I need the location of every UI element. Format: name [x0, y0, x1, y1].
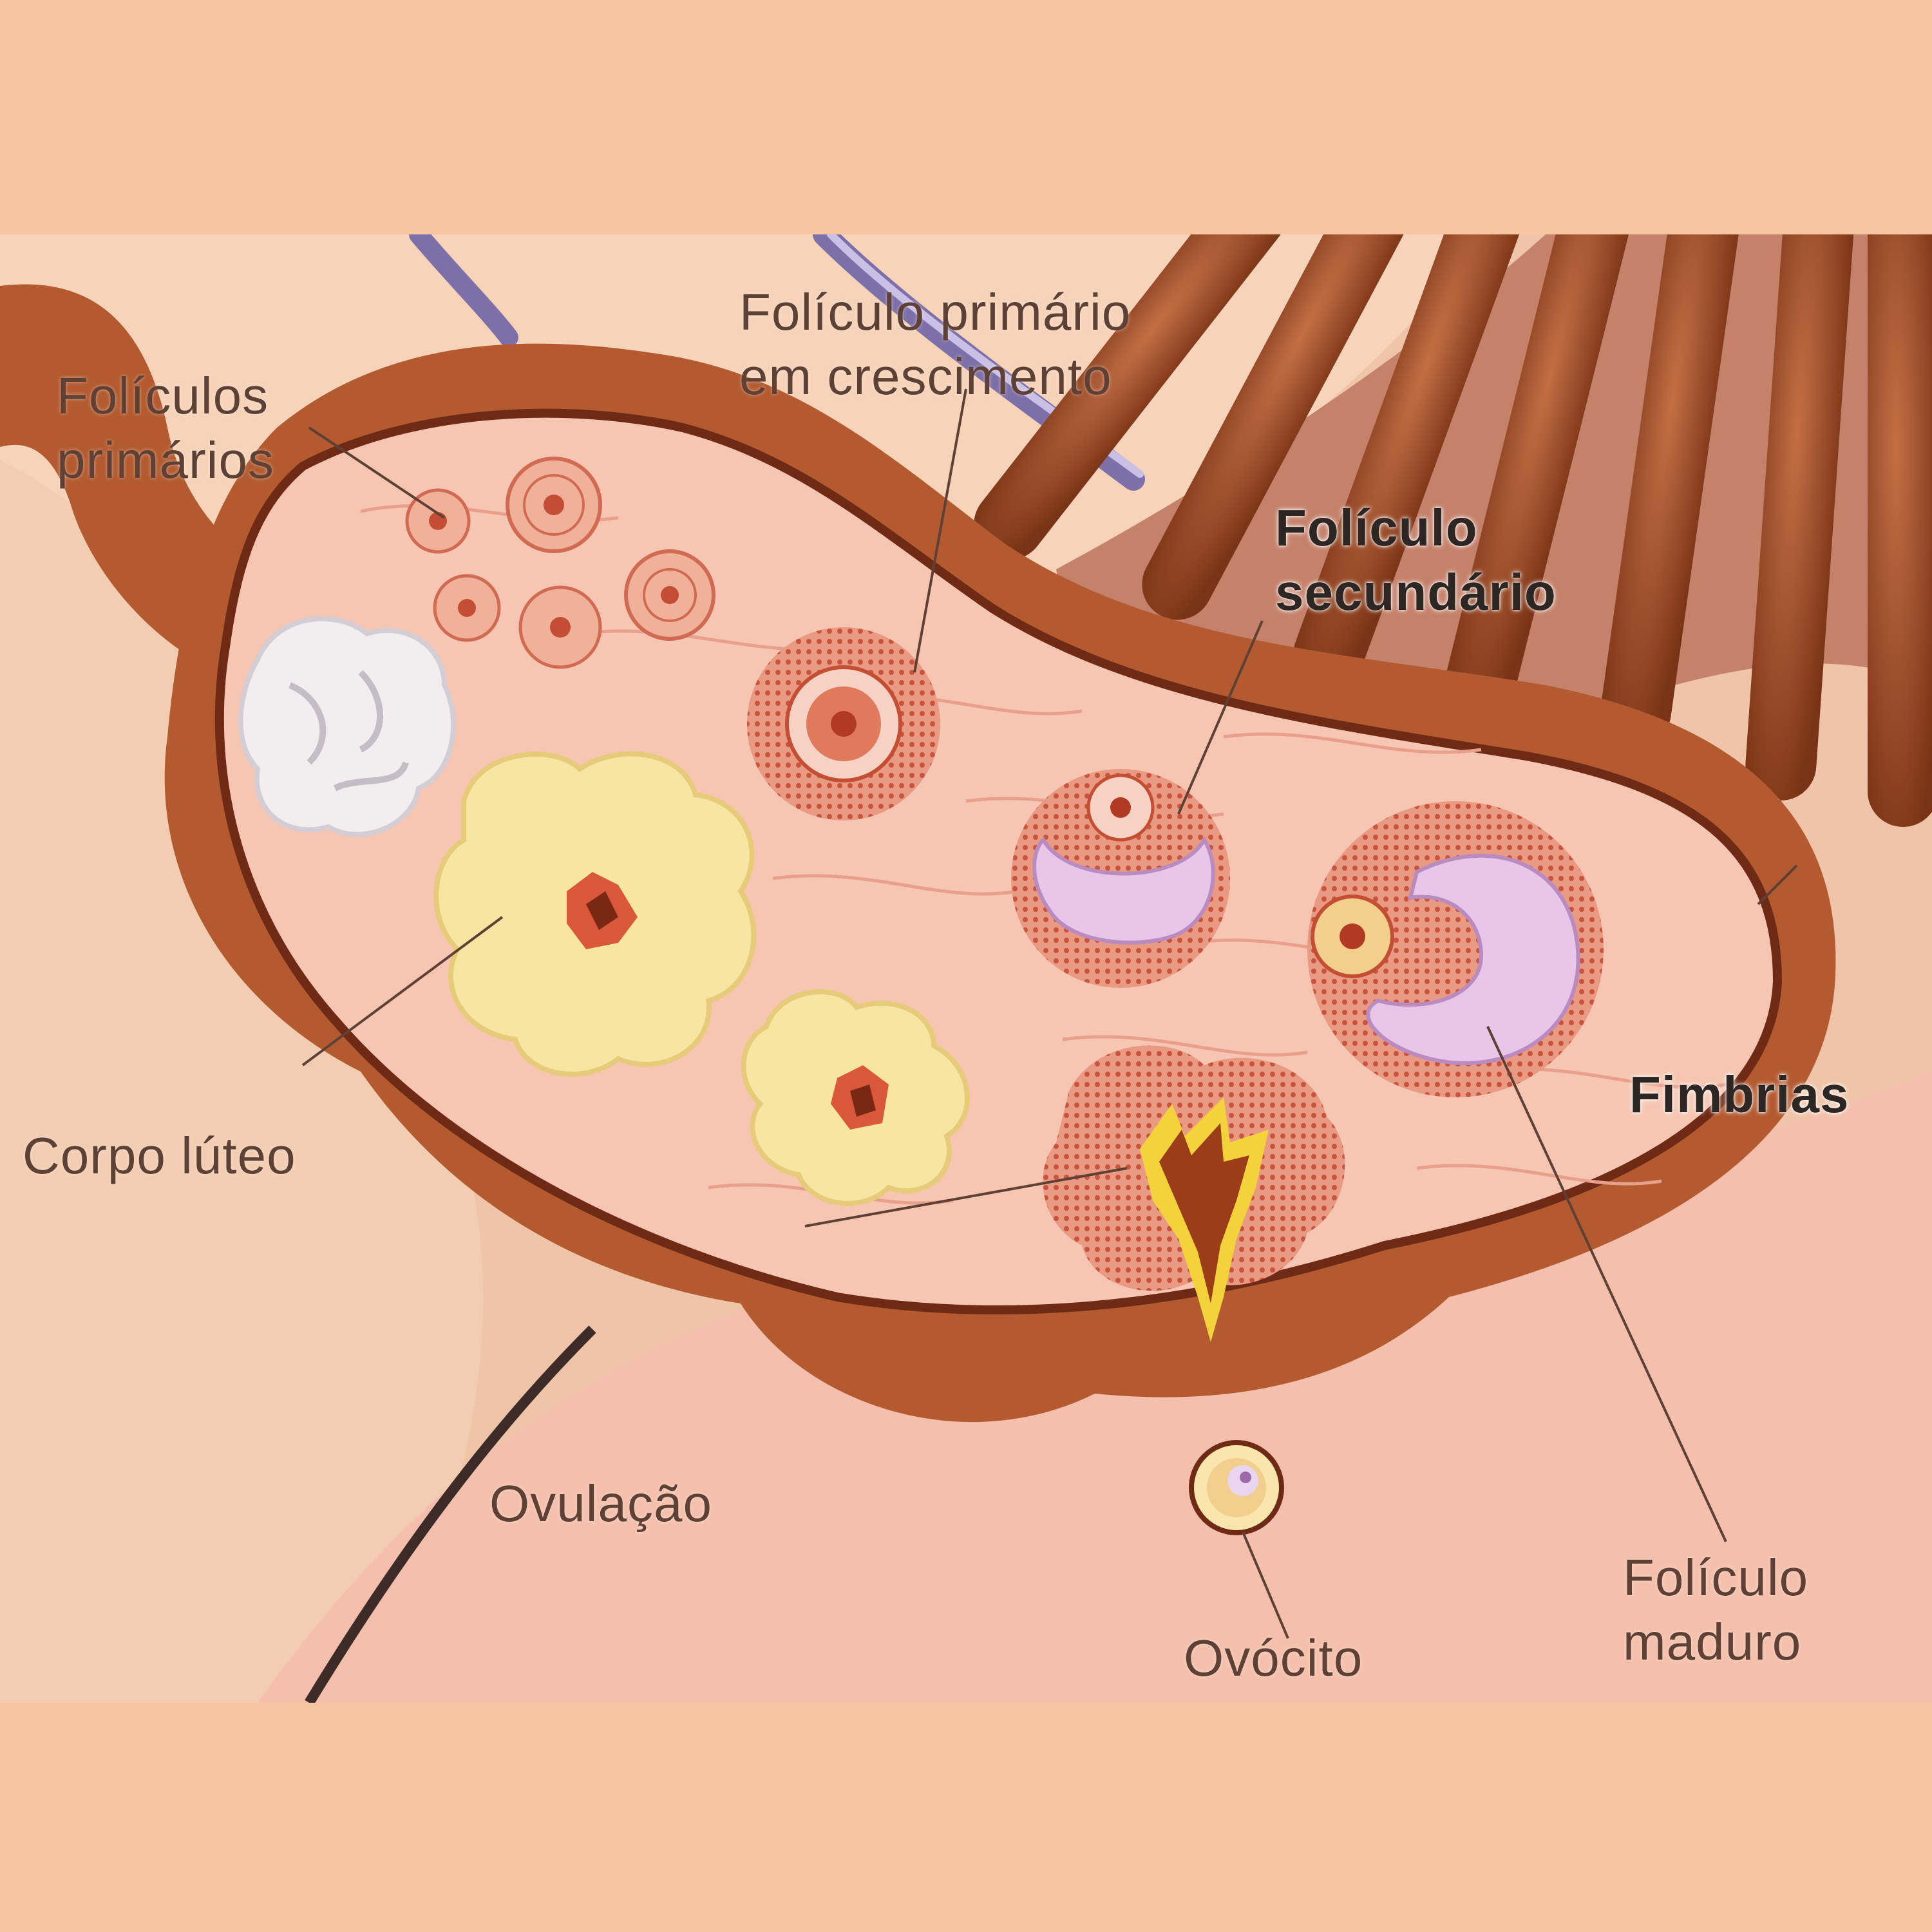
- fimbriae: [974, 234, 1932, 827]
- secondary-follicle: [1011, 769, 1230, 988]
- lower-dark-line: [305, 1325, 596, 1703]
- label-primary-follicles: Folículos primários: [57, 367, 274, 489]
- corpus-luteum-large: [433, 751, 757, 1077]
- left-tissue: [0, 460, 484, 1703]
- label-ovulation: Ovulação: [489, 1475, 712, 1532]
- ruptured-follicle: [1043, 1045, 1345, 1342]
- blood-vessel: [409, 234, 518, 347]
- corpus-luteum-small: [741, 989, 970, 1206]
- primary-follicles: [405, 457, 715, 669]
- label-fimbriae: Fimbrias: [1629, 1066, 1850, 1123]
- label-secondary-follicle: Folículo secundário: [1275, 499, 1557, 621]
- label-corpus-luteum: Corpo lúteo: [23, 1127, 296, 1184]
- ovary-inner: [214, 408, 1783, 1314]
- label-growing-primary-follicle: Folículo primário em crescimento: [739, 283, 1132, 405]
- released-oocyte: [1189, 1440, 1284, 1535]
- corpus-albicans: [238, 616, 457, 837]
- leader-lines: [301, 388, 1798, 1639]
- label-mature-follicle: Folículo maduro: [1623, 1549, 1809, 1671]
- ovary-illustration: [0, 234, 1932, 1703]
- label-oocyte: Ovócito: [1184, 1629, 1363, 1687]
- mature-follicle: [1307, 801, 1604, 1097]
- growing-primary-follicle: [747, 627, 940, 820]
